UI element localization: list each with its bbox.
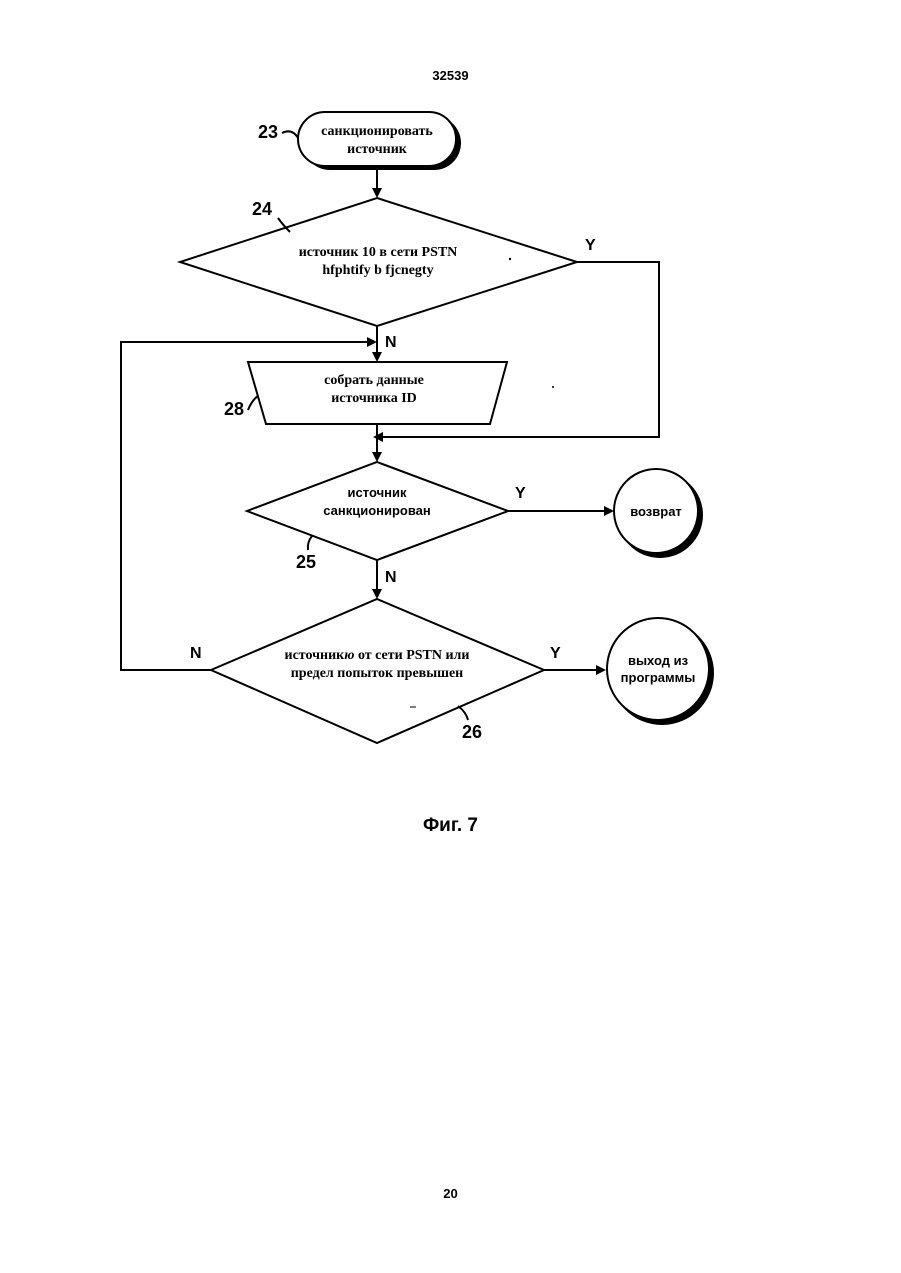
d24-no-flag: N	[385, 334, 397, 351]
collect-line1: собрать данные	[324, 373, 424, 388]
arrow-d26-yes	[596, 665, 606, 675]
d25-line1: источник	[348, 485, 407, 500]
decision-24: источник 10 в сети PSTN hfphtify b fjcne…	[180, 198, 577, 326]
d26-no-flag: N	[190, 645, 202, 662]
collect-line2: источника ID	[331, 391, 417, 406]
scan-speck	[552, 386, 554, 388]
page-number-bottom: 20	[0, 1186, 901, 1201]
arrow-d25-yes	[604, 506, 614, 516]
ref-26-leader	[458, 706, 468, 720]
decision-26: источникю от сети PSTN или предел попыто…	[211, 599, 544, 743]
arrow-start-d24	[372, 188, 382, 198]
arrow-collect-d25	[372, 452, 382, 462]
d25-yes-flag: Y	[515, 485, 526, 502]
ref-25: 25	[296, 552, 316, 572]
ref-23: 23	[258, 122, 278, 142]
start-line1: санкционировать	[321, 124, 433, 139]
start-terminator: санкционировать источник	[298, 112, 461, 170]
ref-23-leader	[282, 131, 298, 138]
ref-26: 26	[462, 722, 482, 742]
d26-line1: источникю от сети PSTN или	[285, 648, 470, 663]
start-line2: источник	[347, 142, 408, 157]
arrow-d25-no	[372, 589, 382, 599]
arrow-d26-no	[367, 337, 377, 347]
return-label: возврат	[630, 504, 682, 519]
decision-25: источник санкционирован	[247, 462, 508, 560]
d24-line1: источник 10 в сети PSTN	[299, 245, 458, 260]
arrow-d24-no	[372, 352, 382, 362]
ref-24: 24	[252, 199, 272, 219]
ref-28-leader	[248, 396, 258, 410]
return-terminator: возврат	[614, 469, 703, 558]
exit-line2: программы	[621, 670, 696, 685]
exit-terminator: выход из программы	[607, 618, 714, 725]
d26-yes-flag: Y	[550, 645, 561, 662]
collect-data-box: собрать данные источника ID	[248, 362, 507, 424]
d25-line2: санкционирован	[323, 503, 431, 518]
ref-25-leader	[308, 536, 312, 550]
scan-speck	[509, 258, 511, 260]
d26-line2: предел попыток превышен	[291, 666, 464, 681]
exit-line1: выход из	[628, 653, 689, 668]
ref-28: 28	[224, 399, 244, 419]
d24-line2: hfphtify b fjcnegty	[322, 263, 433, 278]
figure-caption: Фиг. 7	[0, 815, 901, 837]
d24-yes-flag: Y	[585, 237, 596, 254]
d25-no-flag: N	[385, 569, 397, 586]
